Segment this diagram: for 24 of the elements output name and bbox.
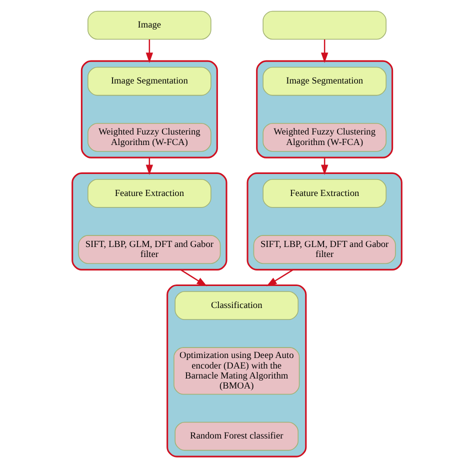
node-box: Optimization using Deep Auto encoder (DAE) with the Barnacle Mating Algorithm (BMOA) [174,347,300,395]
node-box: Classification [174,291,298,320]
node-box [262,10,386,40]
node-box: Weighted Fuzzy Clustering Algorithm (W-FCA) [262,122,386,152]
node-box: Image Segmentation [88,66,212,96]
node-box: Random Forest classifier [174,422,298,451]
arrow [266,269,294,286]
node-box: Feature Extraction [262,179,386,208]
node-box: SIFT, LBP, GLM, DFT and Gabor filter [78,235,221,264]
arrow [320,158,328,176]
arrow [146,40,154,63]
node-box: Weighted Fuzzy Clustering Algorithm (W-FCA) [88,122,212,152]
arrow [180,269,208,286]
cluster [256,60,394,158]
node-box: SIFT, LBP, GLM, DFT and Gabor filter [253,235,396,264]
node-box: Image [88,10,212,40]
node-box: Image Segmentation [262,66,386,96]
node-box: Feature Extraction [88,179,212,208]
arrow [146,158,154,176]
cluster [80,60,218,158]
cluster [72,172,228,270]
cluster [166,284,307,458]
arrow [320,40,328,63]
cluster [246,172,402,270]
